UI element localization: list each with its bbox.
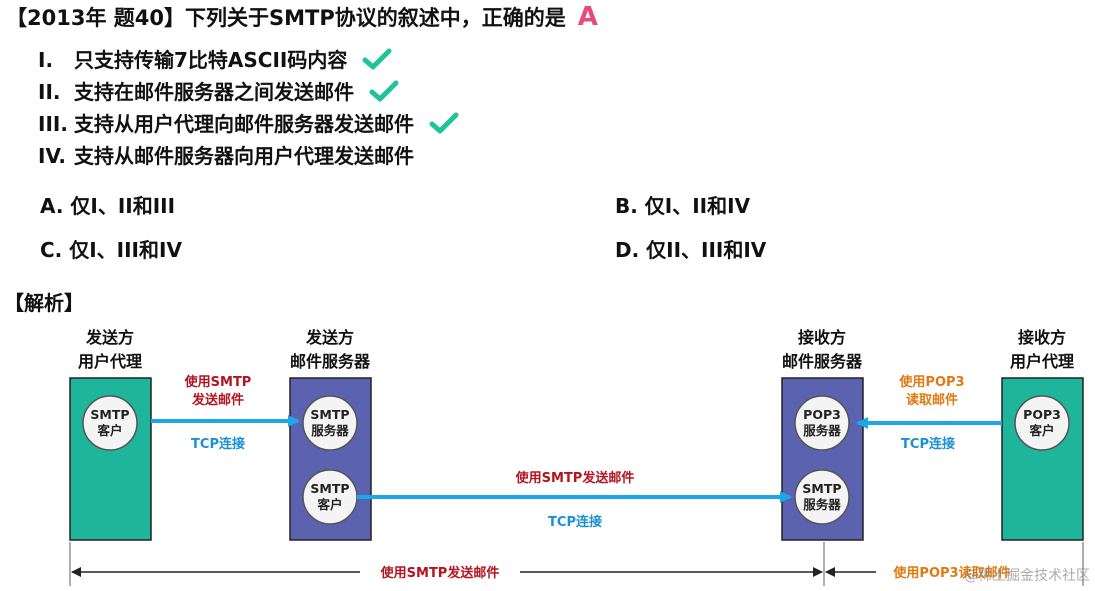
node-label-line2: 邮件服务器 bbox=[290, 352, 371, 371]
edge-label-line2: 发送邮件 bbox=[191, 392, 244, 408]
smtp-pop3-diagram: 发送方 用户代理 SMTP 客户 发送方 邮件服务器 SMTP 服务器 SMTP… bbox=[69, 328, 1090, 586]
node-sender-mail-server: 发送方 邮件服务器 SMTP 服务器 SMTP 客户 bbox=[289, 328, 372, 541]
protocol-circle bbox=[1014, 395, 1070, 451]
question-title: 【2013年 题40】下列关于SMTP协议的叙述中，正确的是 A bbox=[6, 2, 598, 32]
protocol-circle bbox=[302, 395, 358, 451]
circle-text-line2: 服务器 bbox=[311, 423, 349, 438]
protocol-circle bbox=[794, 395, 850, 451]
statement-text: 支持从用户代理向邮件服务器发送邮件 bbox=[74, 112, 414, 136]
circle-text-line2: 客户 bbox=[316, 497, 342, 512]
circle-text-line1: POP3 bbox=[1023, 407, 1061, 422]
protocol-circle bbox=[82, 395, 138, 451]
circle-text-line1: SMTP bbox=[802, 481, 841, 496]
span-smtp: 使用SMTP发送邮件 bbox=[71, 565, 823, 581]
statement-4: IV. 支持从邮件服务器向用户代理发送邮件 bbox=[38, 140, 414, 169]
circle-text-line1: POP3 bbox=[803, 407, 841, 422]
watermark: @稀土掘金技术社区 bbox=[964, 568, 1090, 584]
span-label: 使用POP3读取邮件 bbox=[892, 565, 1010, 581]
node-label-line1: 发送方 bbox=[305, 328, 354, 347]
protocol-circle bbox=[794, 469, 850, 525]
option-a[interactable]: A. 仅I、II和III bbox=[40, 194, 176, 218]
circle-text-line1: SMTP bbox=[90, 407, 129, 422]
analysis-label: 【解析】 bbox=[4, 291, 84, 315]
edge-transport-label: TCP连接 bbox=[191, 436, 245, 452]
check-icon bbox=[369, 80, 399, 102]
question-text: 【2013年 题40】下列关于SMTP协议的叙述中，正确的是 bbox=[6, 6, 566, 30]
span-label: 使用SMTP发送邮件 bbox=[380, 565, 500, 581]
edge-ua-to-server: 使用SMTP 发送邮件 TCP连接 bbox=[151, 374, 300, 452]
edge-server-to-server: 使用SMTP发送邮件 TCP连接 bbox=[357, 470, 792, 530]
circle-text-line2: 客户 bbox=[1028, 423, 1054, 438]
statement-text: 支持在邮件服务器之间发送邮件 bbox=[74, 80, 354, 104]
check-icon bbox=[362, 48, 392, 70]
answer-letter: A bbox=[577, 2, 598, 32]
edge-label-line2: 读取邮件 bbox=[906, 392, 958, 408]
edge-pop3: 使用POP3 读取邮件 TCP连接 bbox=[856, 374, 1002, 452]
circle-text-line2: 服务器 bbox=[803, 497, 841, 512]
node-receiver-user-agent: 接收方 用户代理 POP3 客户 bbox=[1001, 328, 1084, 541]
statement-3: III.支持从用户代理向邮件服务器发送邮件 bbox=[38, 108, 459, 137]
edge-label: 使用SMTP发送邮件 bbox=[515, 470, 635, 486]
edge-transport-label: TCP连接 bbox=[548, 514, 602, 530]
statement-number: II. bbox=[38, 80, 61, 104]
edge-transport-label: TCP连接 bbox=[901, 436, 955, 452]
statement-number: I. bbox=[38, 48, 54, 72]
statement-text: 支持从邮件服务器向用户代理发送邮件 bbox=[74, 144, 414, 168]
statement-2: II. 支持在邮件服务器之间发送邮件 bbox=[38, 76, 399, 105]
node-receiver-mail-server: 接收方 邮件服务器 POP3 服务器 SMTP 服务器 bbox=[781, 328, 864, 541]
check-icon bbox=[429, 112, 459, 134]
node-label-line1: 发送方 bbox=[85, 328, 134, 347]
option-c[interactable]: C. 仅I、III和IV bbox=[40, 238, 182, 262]
node-sender-user-agent: 发送方 用户代理 SMTP 客户 bbox=[69, 328, 152, 541]
node-label-line1: 接收方 bbox=[1018, 328, 1066, 347]
option-d[interactable]: D. 仅II、III和IV bbox=[615, 238, 767, 262]
statement-number: IV. bbox=[38, 144, 66, 168]
statement-text: 只支持传输7比特ASCII码内容 bbox=[74, 48, 348, 72]
circle-text-line1: SMTP bbox=[310, 481, 349, 496]
edge-label-line1: 使用SMTP bbox=[184, 374, 252, 390]
circle-text-line2: 客户 bbox=[96, 423, 122, 438]
statement-number: III. bbox=[38, 112, 68, 136]
node-label-line2: 用户代理 bbox=[1010, 352, 1074, 371]
circle-text-line1: SMTP bbox=[310, 407, 349, 422]
span-pop3: 使用POP3读取邮件 bbox=[825, 565, 1011, 581]
node-label-line2: 邮件服务器 bbox=[782, 352, 863, 371]
node-label-line2: 用户代理 bbox=[78, 352, 142, 371]
circle-text-line2: 服务器 bbox=[803, 423, 841, 438]
statement-1: I. 只支持传输7比特ASCII码内容 bbox=[38, 44, 392, 73]
option-b[interactable]: B. 仅I、II和IV bbox=[615, 194, 751, 218]
node-label-line1: 接收方 bbox=[798, 328, 846, 347]
edge-label-line1: 使用POP3 bbox=[898, 374, 964, 390]
